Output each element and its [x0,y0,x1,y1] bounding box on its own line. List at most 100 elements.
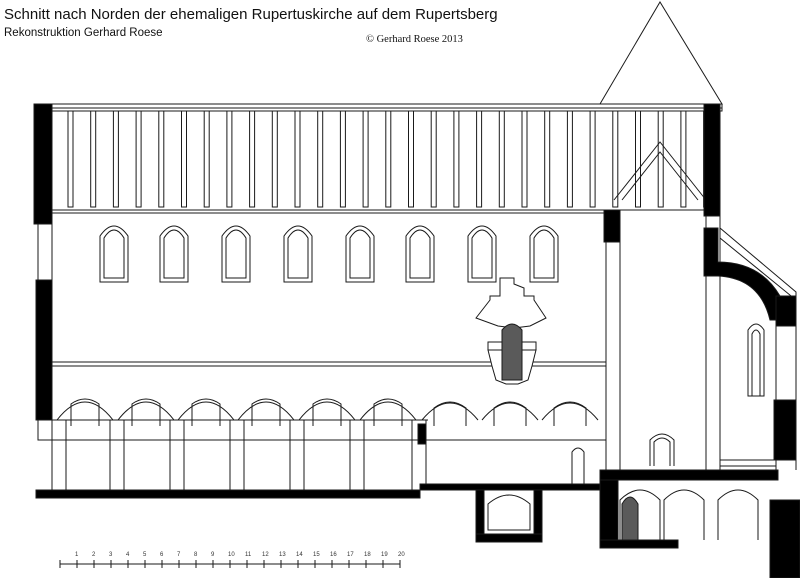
aisle-arch [481,402,539,421]
arcade-arch [298,401,356,421]
arcade-arch [237,401,295,421]
scale-bar [59,560,401,568]
scale-label: 5 [143,552,147,558]
rafter [680,110,687,208]
clerestory-window-inner [409,229,431,279]
scale-label: 14 [296,552,303,558]
arcade-column [289,419,305,491]
tower-pier-left [603,209,621,243]
arcade-arch [359,401,417,421]
rafter [385,110,392,208]
rafter [135,110,142,208]
clerestory-window-inner [103,229,125,279]
arcade-window [191,398,221,426]
transept-pier [417,423,427,445]
rafter [476,110,483,208]
rafter [408,110,414,208]
clerestory-window-inner [163,229,185,279]
rafter [362,110,369,208]
tower-spire [599,1,723,105]
arcade-arch [56,401,114,421]
scale-label: 2 [92,552,96,558]
arcade-window [131,398,161,426]
scale-label: 13 [279,552,286,558]
west-wall-lower [35,279,53,421]
clerestory-window-inner [287,229,309,279]
clerestory-window-inner [471,229,493,279]
scale-label: 6 [160,552,164,558]
arcade-column [349,419,365,491]
rafter [226,110,233,208]
arcade-arch [177,401,235,421]
drawing-subtitle: Rekonstruktion Gerhard Roese [4,27,163,39]
scale-label: 10 [228,552,235,558]
crypt-floor [599,469,779,481]
rafter [544,110,551,208]
rafter [657,110,664,208]
copyright-note: © Gerhard Roese 2013 [366,34,463,45]
tower-pier-right [703,103,721,217]
clerestory-window [99,225,129,283]
nave-floor [35,489,421,499]
rafter [112,110,119,208]
rafter [498,110,505,208]
clerestory-window-inner [533,229,555,279]
rafter [90,110,97,208]
scale-label: 11 [245,552,252,558]
clerestory-window-inner [349,229,371,279]
west-wall-upper [33,103,53,225]
scale-label: 7 [177,552,181,558]
rafter [566,110,573,208]
aisle-arcade-right [420,401,606,441]
scale-label: 9 [211,552,215,558]
arcade-window [70,398,100,426]
rafter [158,110,165,208]
clerestory-window [159,225,189,283]
scale-label: 8 [194,552,198,558]
roof-rafters [67,110,710,208]
scale-label: 1 [75,552,79,558]
clerestory-window [221,225,251,283]
arcade-window [251,398,281,426]
rafter [67,110,74,208]
clerestory-window [405,225,435,283]
crypt-vault [619,489,661,540]
aisle-arch [421,402,479,421]
rafter [249,110,256,208]
rafter [453,110,460,208]
crypt-vaults [619,489,759,540]
aisle-window [553,401,587,426]
arcade-window [312,398,342,426]
scale-label: 20 [398,552,405,558]
clerestory-window [283,225,313,283]
arcade-column [229,419,245,491]
rafter [317,110,324,208]
scale-label: 3 [109,552,113,558]
arcade-column [51,419,67,491]
tower-gable-frame [613,141,707,201]
rafter [181,110,187,208]
arcade-column [109,419,125,491]
rafter [589,110,596,208]
scale-label: 17 [347,552,354,558]
scale-label: 16 [330,552,337,558]
scale-label: 18 [364,552,371,558]
crypt-vault [717,489,759,540]
scale-label: 12 [262,552,269,558]
clerestory-window [529,225,559,283]
aisle-arch [541,402,599,421]
clerestory-window-inner [225,229,247,279]
rafter [635,110,641,208]
rafter [339,110,346,208]
rafter [521,110,528,208]
arcade-window [373,398,403,426]
rafter [203,110,210,208]
scale-label: 4 [126,552,130,558]
drawing-title: Schnitt nach Norden der ehemaligen Ruper… [4,6,498,23]
rafter [430,110,437,208]
rafter [294,110,301,208]
central-altar-structure [475,277,547,385]
aisle-window [493,401,527,426]
clerestory-window [345,225,375,283]
